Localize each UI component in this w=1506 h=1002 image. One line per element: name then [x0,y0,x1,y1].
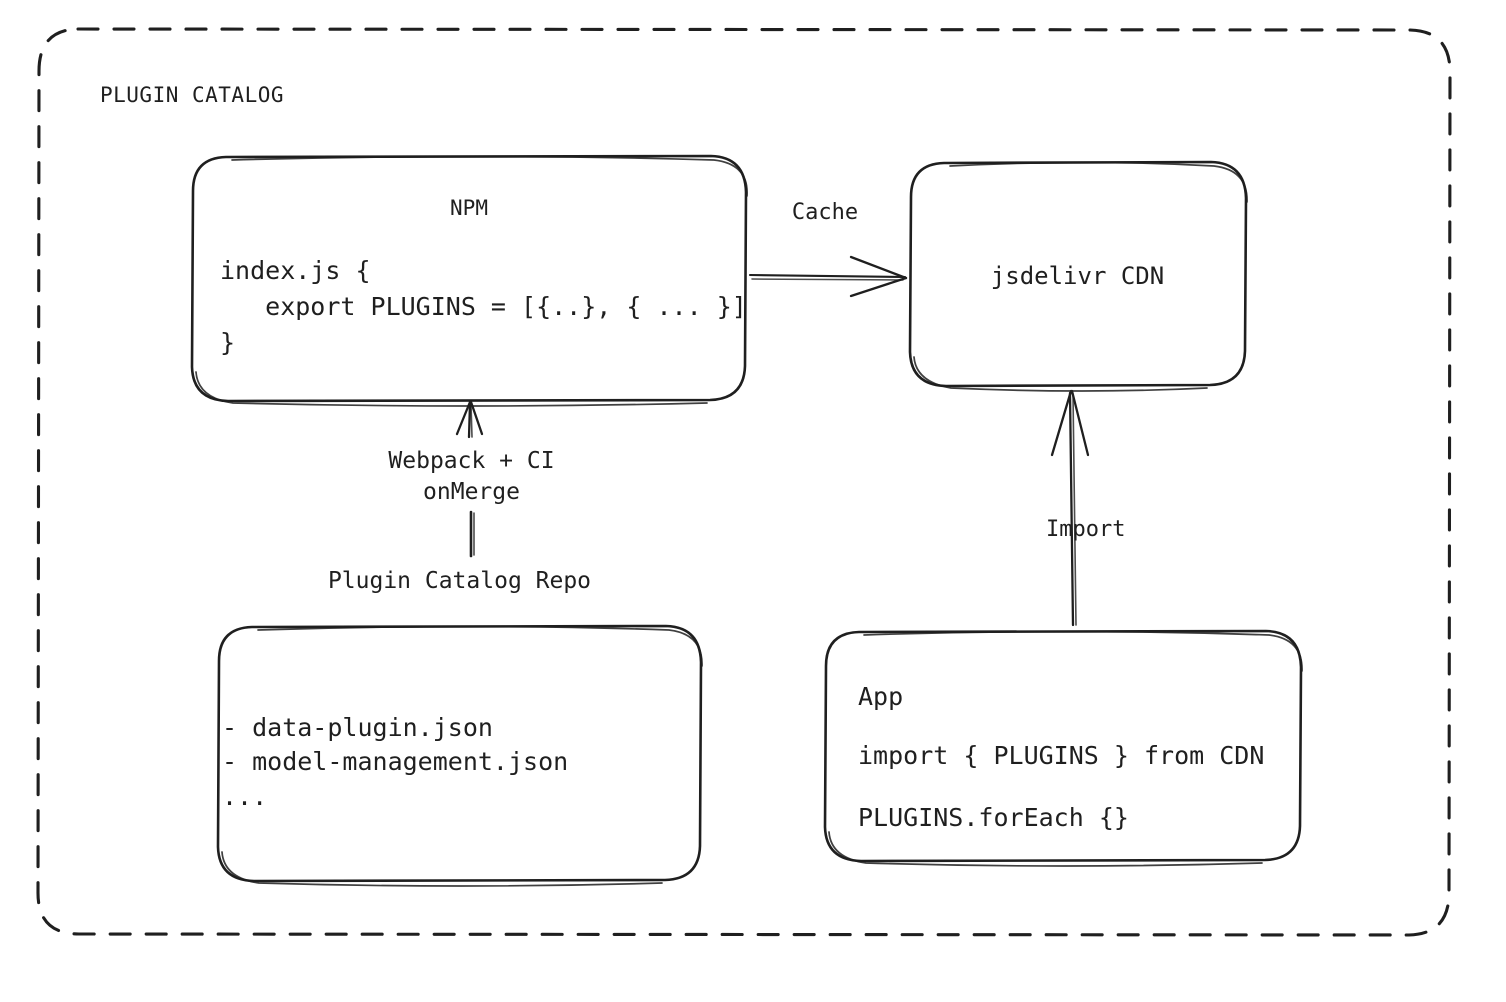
node-repo-item-1: - data-plugin.json [222,713,493,742]
node-repo-caption: Plugin Catalog Repo [327,568,592,594]
edge-cache-arrow [748,255,908,298]
node-app-title: App [858,682,904,711]
node-app-code-line-2: PLUGINS.forEach {} [858,803,1129,832]
edge-label-build-line-1: Webpack + CI [388,448,555,474]
node-app-code-line-1: import { PLUGINS } from CDN [858,741,1265,770]
node-cdn-shape [908,160,1248,392]
node-app-shape [823,629,1303,867]
edge-label-import: Import [1046,517,1126,542]
node-npm-title: NPM [450,196,488,220]
node-cdn-title: jsdelivr CDN [990,262,1165,290]
node-npm-code-line-2: export PLUGINS = [{..}, { ... }] [220,292,747,321]
edge-label-cache: Cache [791,200,859,225]
node-npm-code-line-3: } [220,328,236,357]
edge-build-arrow [455,400,484,558]
node-npm-code-line-1: index.js { [220,256,371,285]
node-repo-item-3: ... [222,782,268,811]
edge-import-arrow [1050,389,1090,627]
group-title: PLUGIN CATALOG [100,83,285,107]
node-repo-item-2: - model-management.json [222,747,569,776]
node-npm-shape [190,154,748,407]
edge-label-build-line-2: onMerge [423,479,520,505]
group-container-plugin-catalog [36,27,1452,937]
node-repo-shape [216,624,703,887]
